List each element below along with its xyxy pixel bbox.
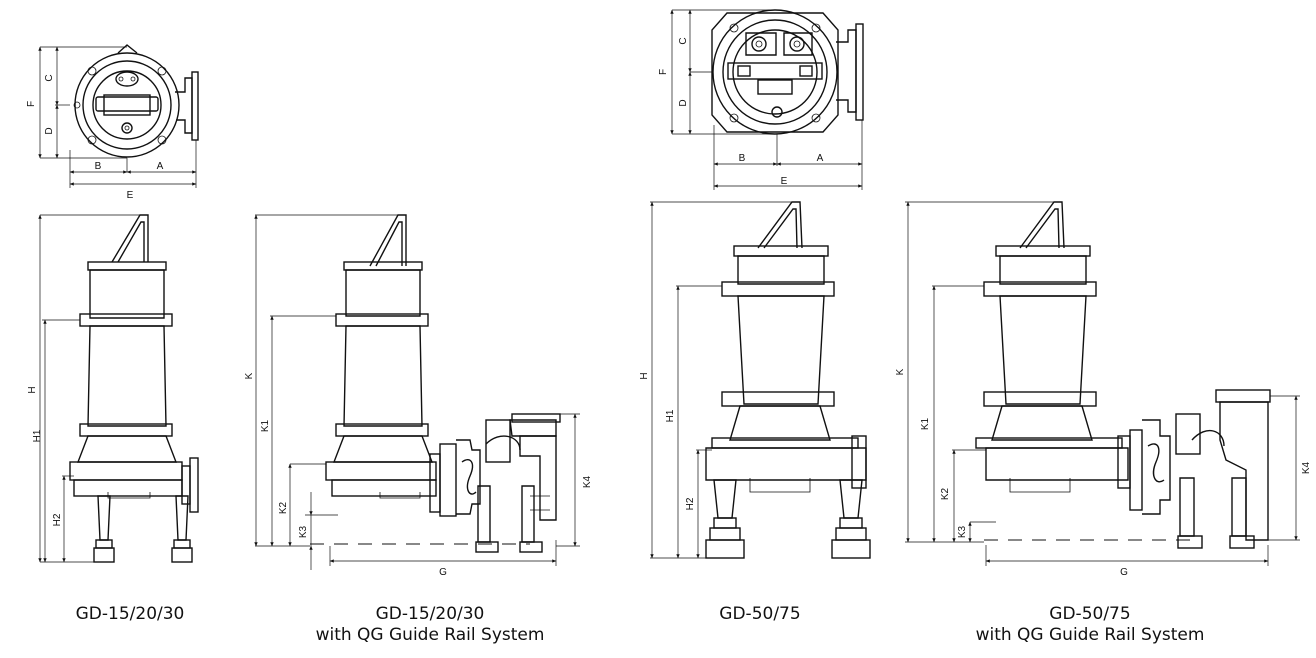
dimension-labels: F C D B A E F C D B A E H H1 H2 K K1 K2 … [26,37,1312,578]
dim-label-c-large: C [678,37,689,44]
dim-label-h-large: H [639,372,650,379]
dim-label-g-small: G [439,567,447,578]
dim-label-a-large: A [817,153,824,164]
caption-gd-50-75-text: GD-50/75 [719,604,801,624]
dim-label-d-large: D [678,99,689,106]
dim-label-h1-small: H1 [32,429,43,442]
dim-label-k2-small: K2 [278,501,289,514]
caption-gd-15-20-30-rail-line2: with QG Guide Rail System [315,625,545,645]
top-view-large-pump [670,9,864,190]
dim-label-h-small: H [27,386,38,393]
side-view-large-pump-rail [905,201,1300,566]
dim-label-g-large: G [1120,567,1128,578]
top-view-small-pump [38,44,199,188]
caption-gd-50-75-rail-line2: with QG Guide Rail System [975,625,1205,645]
caption-gd-50-75-rail: GD-50/75 with QG Guide Rail System [940,604,1240,646]
dim-label-c-small: C [44,74,55,81]
dim-label-k1-small: K1 [260,419,271,432]
dim-label-k3-small: K3 [298,525,309,538]
side-view-large-pump [650,201,871,559]
caption-gd-50-75: GD-50/75 [680,604,840,625]
caption-gd-50-75-rail-line1: GD-50/75 [1049,604,1131,624]
dim-label-k1-large: K1 [920,417,931,430]
dim-label-e-large: E [781,176,788,187]
dim-label-k4-large: K4 [1301,461,1312,474]
dim-label-h1-large: H1 [665,409,676,422]
caption-gd-15-20-30-text: GD-15/20/30 [75,604,185,624]
dim-label-e-small: E [127,190,134,201]
dim-label-k3-large: K3 [957,525,968,538]
caption-gd-15-20-30-rail-line1: GD-15/20/30 [375,604,485,624]
caption-gd-15-20-30: GD-15/20/30 [40,604,220,625]
dim-label-k-large: K [895,368,906,375]
dim-label-k-small: K [244,372,255,379]
dim-label-b-large: B [739,153,746,164]
dim-label-d-small: D [44,127,55,134]
dim-label-f-small: F [26,101,37,107]
dim-label-h2-large: H2 [685,497,696,510]
side-view-small-pump-rail [254,214,580,570]
dim-label-h2-small: H2 [52,513,63,526]
dim-label-b-small: B [95,161,102,172]
dim-label-k4-small: K4 [582,475,593,488]
dim-label-a-small: A [157,161,164,172]
dim-label-f-large: F [658,69,669,75]
caption-gd-15-20-30-rail: GD-15/20/30 with QG Guide Rail System [280,604,580,646]
side-view-small-pump [38,214,199,563]
dim-label-k2-large: K2 [940,487,951,500]
